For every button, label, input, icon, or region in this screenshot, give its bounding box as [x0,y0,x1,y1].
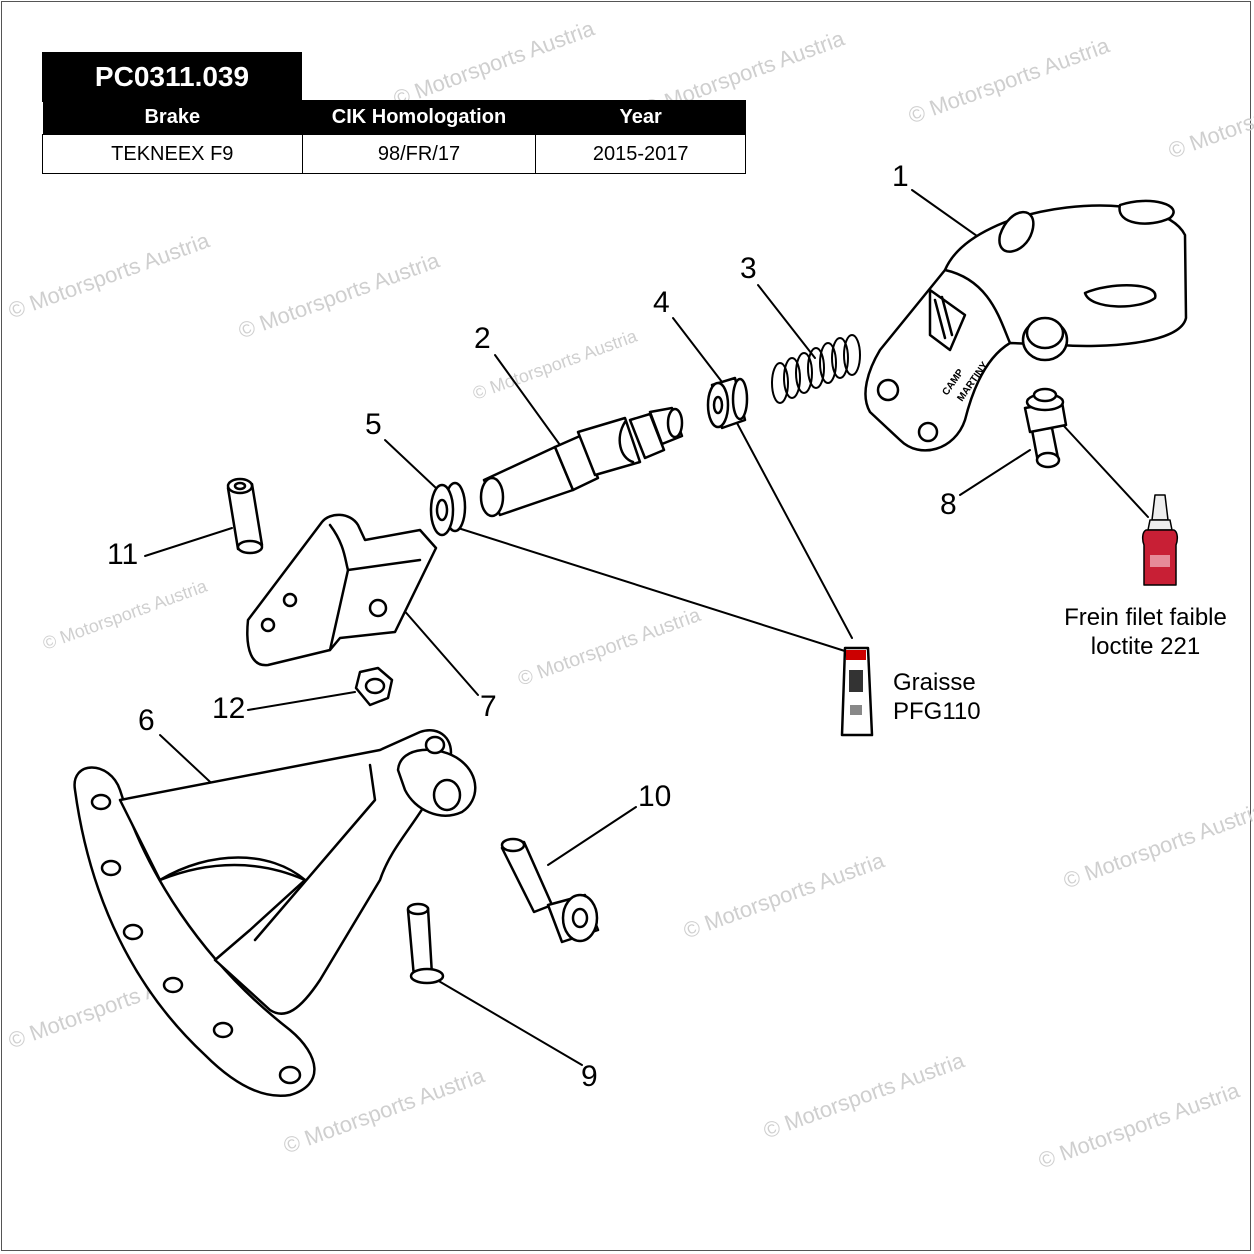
cell-brake: TEKNEEX F9 [42,134,303,174]
part-6-pedal [73,729,477,1098]
callout-1: 1 [892,160,909,193]
grease-note: Graisse PFG110 [893,668,981,726]
part-9-pin [406,902,445,985]
callout-9: 9 [581,1060,598,1093]
cell-year: 2015-2017 [535,134,746,174]
part-code: PC0311.039 [42,52,302,102]
header-homologation: CIK Homologation [302,100,536,135]
part-3-spring [771,334,861,404]
loctite-note: Frein filet faible loctite 221 [1058,603,1233,661]
grease-note-line1: Graisse [893,669,976,696]
grease-note-line2: PFG110 [893,698,981,725]
part-5-seal [429,481,467,537]
callout-8: 8 [940,488,957,521]
callout-2: 2 [474,322,491,355]
part-7-cam [246,513,438,667]
part-12-nut [354,666,394,707]
callout-3: 3 [740,252,757,285]
part-4-washer [706,376,749,430]
part-2-piston [479,406,684,518]
part-11-sleeve [226,477,264,555]
cell-homologation: 98/FR/17 [301,134,537,174]
callout-6: 6 [138,704,155,737]
callout-10: 10 [638,780,672,813]
loctite-bottle-icon [1141,494,1179,586]
callout-4: 4 [653,286,670,319]
part-10-bolt [500,837,600,944]
spec-table: Brake CIK Homologation Year TEKNEEX F9 9… [42,100,746,174]
callout-12: 12 [212,692,246,725]
header-brake: Brake [42,100,303,135]
header-year: Year [535,100,746,135]
callout-5: 5 [365,408,382,441]
part-8-nipple [1023,387,1068,469]
callout-11: 11 [107,538,139,571]
callout-7: 7 [480,690,497,723]
grease-tube-icon [840,646,874,737]
loctite-note-line1: Frein filet faible [1064,604,1227,631]
loctite-note-line2: loctite 221 [1090,633,1201,660]
